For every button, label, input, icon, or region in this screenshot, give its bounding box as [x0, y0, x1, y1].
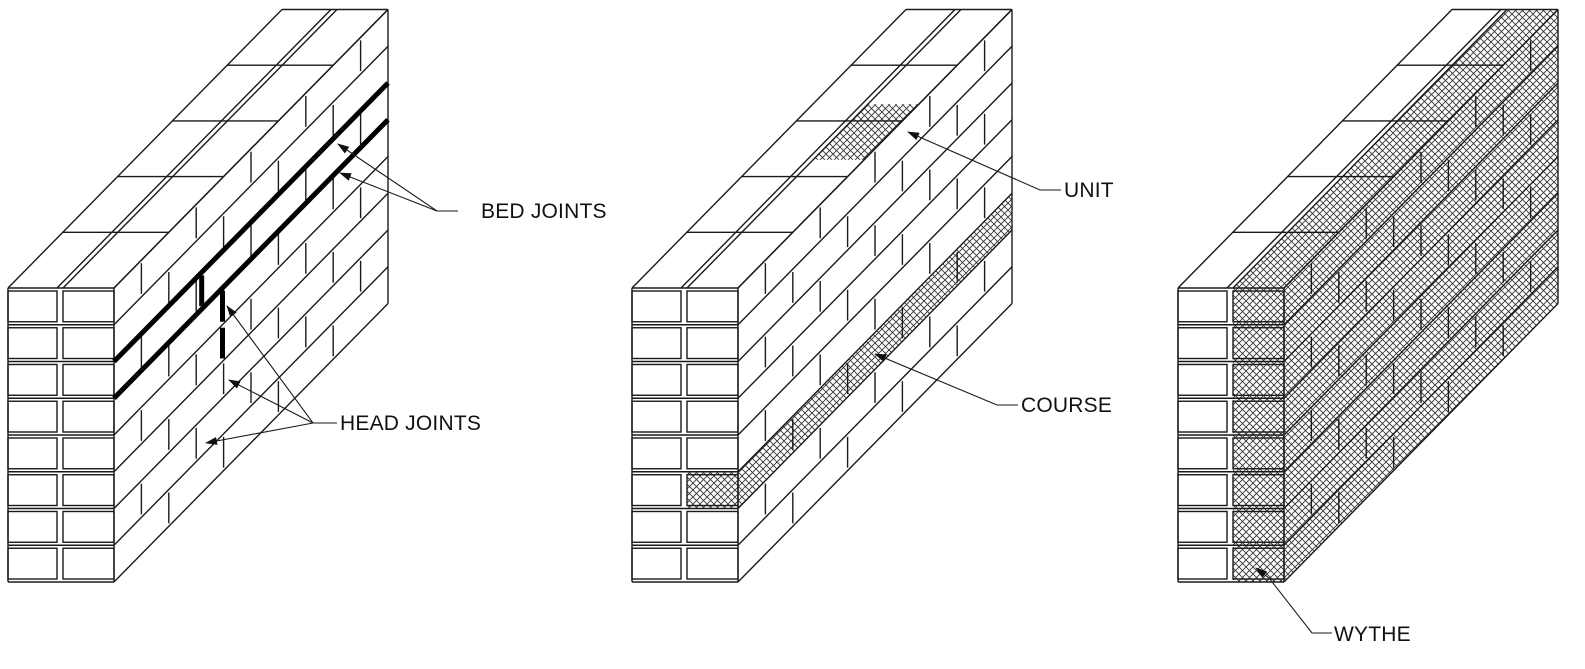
brick-end — [686, 363, 739, 396]
brick-end — [1177, 437, 1228, 470]
brick-wall-wythe — [1177, 8, 1559, 583]
brick-end — [62, 327, 115, 360]
brick-end — [7, 437, 58, 470]
brick-end — [1177, 290, 1228, 323]
wythe-label: WYTHE — [1334, 623, 1411, 646]
brick-end — [1177, 327, 1228, 360]
head-joints-callout: HEAD JOINTS — [205, 305, 481, 445]
brick-end — [62, 474, 115, 507]
course-callout: COURSE — [874, 353, 1112, 417]
bed-joints-callout: BED JOINTS — [337, 143, 607, 223]
brick-end — [686, 437, 739, 470]
unit-callout: UNIT — [907, 131, 1114, 202]
course-hatch — [687, 193, 1012, 509]
wythe-hatch-top — [1233, 9, 1558, 288]
brick-end — [62, 363, 115, 396]
brick-end — [7, 400, 58, 433]
brick-end — [7, 327, 58, 360]
unit-leader — [907, 131, 1061, 191]
brick-end — [1177, 547, 1228, 580]
brick-end — [631, 547, 682, 580]
bed-joints-leader-bottom — [339, 172, 438, 212]
bed-joint — [112, 117, 390, 401]
brick-end — [62, 510, 115, 543]
head-joints-leader-3 — [205, 422, 314, 445]
brick-end — [7, 290, 58, 323]
head-joints-leader-1 — [226, 305, 337, 424]
panel-wythe: WYTHE — [1177, 8, 1559, 646]
bed-joints-label: BED JOINTS — [481, 200, 607, 223]
brick-wall-unit-course — [631, 8, 1013, 583]
brick-end — [631, 474, 682, 507]
brick-end — [62, 437, 115, 470]
bed-joint-marks — [112, 81, 390, 401]
course-leader — [874, 353, 1018, 406]
brick-end — [686, 510, 739, 543]
brick-end — [7, 363, 58, 396]
brick-end — [7, 474, 58, 507]
panel-joints: BED JOINTS HEAD JOINTS — [7, 8, 607, 583]
head-joints-label: HEAD JOINTS — [340, 412, 481, 435]
brick-end — [1177, 510, 1228, 543]
brick-end — [631, 510, 682, 543]
brick-end — [631, 290, 682, 323]
brick-end — [7, 547, 58, 580]
head-joint-marks — [199, 275, 226, 359]
wythe-leader — [1255, 567, 1332, 634]
brick-wall-joints — [7, 8, 389, 583]
brick-end — [62, 290, 115, 323]
panel-unit-course: UNIT COURSE — [631, 8, 1114, 583]
brick-end — [631, 437, 682, 470]
brick-end — [62, 400, 115, 433]
brick-end — [686, 290, 739, 323]
brick-end — [62, 547, 115, 580]
brick-end — [1177, 400, 1228, 433]
wythe-callout: WYTHE — [1255, 567, 1411, 646]
brick-end — [7, 510, 58, 543]
brick-end — [686, 400, 739, 433]
bed-joint — [112, 81, 390, 364]
course-label: COURSE — [1021, 394, 1112, 417]
brick-end — [1177, 363, 1228, 396]
unit-hatch — [813, 104, 919, 160]
brick-end — [631, 400, 682, 433]
course-hatch-area — [687, 193, 1012, 509]
brick-end — [686, 327, 739, 360]
brick-end — [631, 363, 682, 396]
brick-end — [631, 327, 682, 360]
brick-end — [686, 547, 739, 580]
head-joints-leader-2 — [228, 379, 314, 424]
brick-end — [1177, 474, 1228, 507]
unit-label: UNIT — [1064, 179, 1114, 202]
unit-hatch-area — [813, 104, 919, 160]
